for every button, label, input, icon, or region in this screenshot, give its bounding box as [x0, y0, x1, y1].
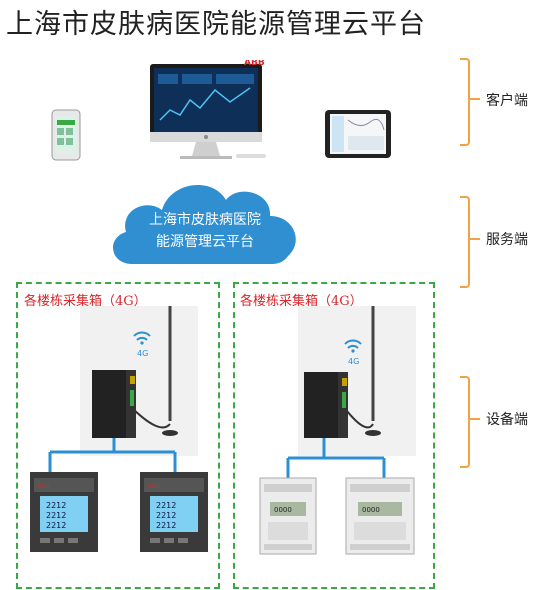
- collector-box-1-contents: 4G ABB 2212 2212 2212 ABB 2212 2212 2212: [30, 306, 208, 552]
- 4g-router-icon: [92, 370, 136, 438]
- svg-text:2212: 2212: [46, 511, 66, 520]
- cloud-label-line1: 上海市皮肤病医院: [149, 212, 261, 228]
- antenna-icon: [342, 306, 381, 436]
- collector-box-2-contents: 4G 0000 0000: [259, 306, 416, 555]
- collector-box-1-title: 各楼栋采集箱（4G）: [24, 294, 147, 309]
- svg-text:ABB: ABB: [148, 483, 160, 490]
- server-bracket-tick: [468, 238, 480, 240]
- svg-text:0000: 0000: [274, 506, 292, 514]
- power-meter-icon: ABB 2212 2212 2212: [30, 472, 98, 552]
- 4g-router-icon: [304, 372, 348, 438]
- wifi-icon: [344, 339, 362, 353]
- svg-text:0000: 0000: [362, 506, 380, 514]
- din-rail-meter-icon: 0000: [259, 477, 317, 555]
- device-bracket-tick: [468, 418, 480, 420]
- svg-text:2212: 2212: [156, 501, 176, 510]
- page-title: 上海市皮肤病医院能源管理云平台: [6, 9, 426, 40]
- svg-text:2212: 2212: [156, 521, 176, 530]
- svg-text:2212: 2212: [46, 501, 66, 510]
- svg-text:2212: 2212: [46, 521, 66, 530]
- cloud-label-line2: 能源管理云平台: [156, 234, 254, 250]
- desktop-monitor-icon: [150, 64, 266, 159]
- svg-text:2212: 2212: [156, 511, 176, 520]
- power-meter-icon: ABB 2212 2212 2212: [140, 472, 208, 552]
- signal-label: 4G: [137, 349, 148, 358]
- client-bracket: [460, 58, 470, 146]
- tablet-icon: [325, 110, 391, 158]
- signal-label: 4G: [348, 357, 359, 366]
- cloud-icon: [113, 185, 296, 264]
- client-devices: ABB: [51, 60, 391, 161]
- svg-text:ABB: ABB: [38, 483, 50, 490]
- cloud-label: 上海市皮肤病医院 能源管理云平台: [105, 209, 305, 253]
- tier-label-client: 客户端: [486, 93, 528, 109]
- tier-label-server: 服务端: [486, 232, 528, 248]
- collector-box-1: [16, 282, 220, 589]
- monitor-logo: ABB: [244, 60, 265, 68]
- client-bracket-tick: [468, 98, 480, 100]
- phone-icon: [51, 109, 81, 161]
- device-bracket: [460, 376, 470, 468]
- tier-label-device: 设备端: [486, 412, 528, 428]
- collector-box-2-title: 各楼栋采集箱（4G）: [240, 294, 363, 309]
- wifi-icon: [133, 331, 151, 345]
- din-rail-meter-icon: 0000: [345, 477, 415, 555]
- collector-box-2: [233, 282, 435, 589]
- server-bracket: [460, 196, 470, 288]
